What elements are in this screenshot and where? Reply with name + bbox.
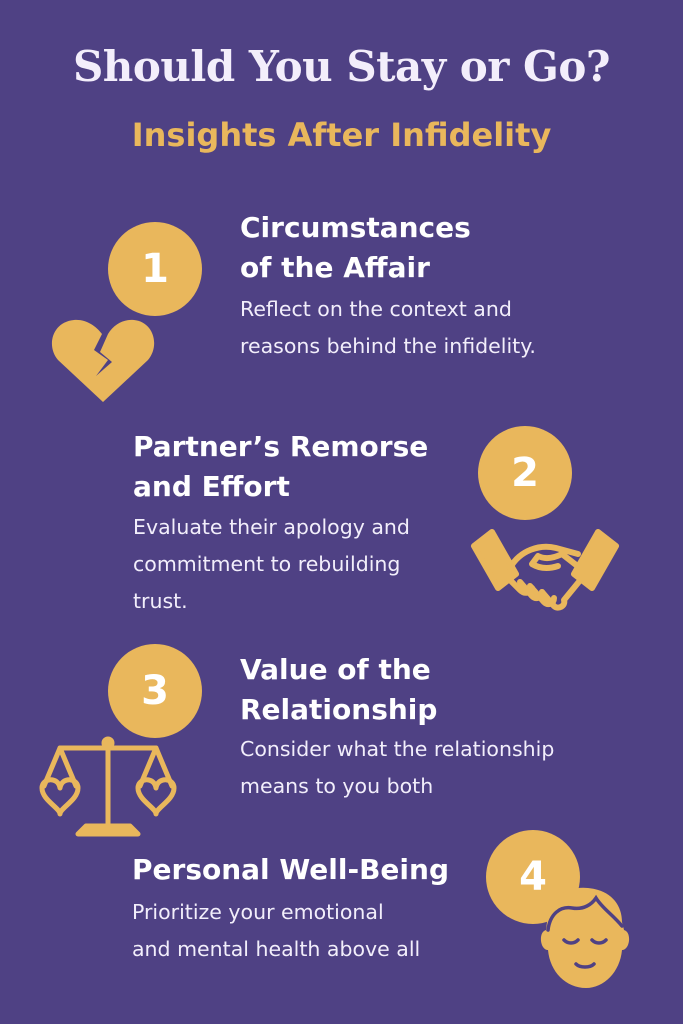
broken-heart-icon [51,319,155,402]
handshake-icon [471,529,619,611]
step-4-description: Prioritize your emotional and mental hea… [132,900,421,961]
step-2-description: Evaluate their apology and commitment to… [133,515,410,613]
step-1-heading: Circumstances of the Affair [240,211,471,284]
step-2-number-badge: 2 [478,426,572,520]
page-subtitle: Insights After Infidelity [131,116,552,154]
balance-scale-icon [39,736,177,837]
step-4-heading: Personal Well-Being [132,853,449,886]
calm-face-icon [540,887,630,988]
step-1-number-badge: 1 [108,222,202,316]
page-title: Should You Stay or Go? [72,42,611,91]
step-3-number-badge: 3 [108,644,202,738]
step-3-heading: Value of the Relationship [240,653,438,726]
step-4-number-badge: 4 [486,830,580,924]
step-3-description: Consider what the relationship means to … [240,737,555,798]
step-1-description: Reflect on the context and reasons behin… [240,297,536,358]
step-2-heading: Partner’s Remorse and Effort [133,430,429,503]
